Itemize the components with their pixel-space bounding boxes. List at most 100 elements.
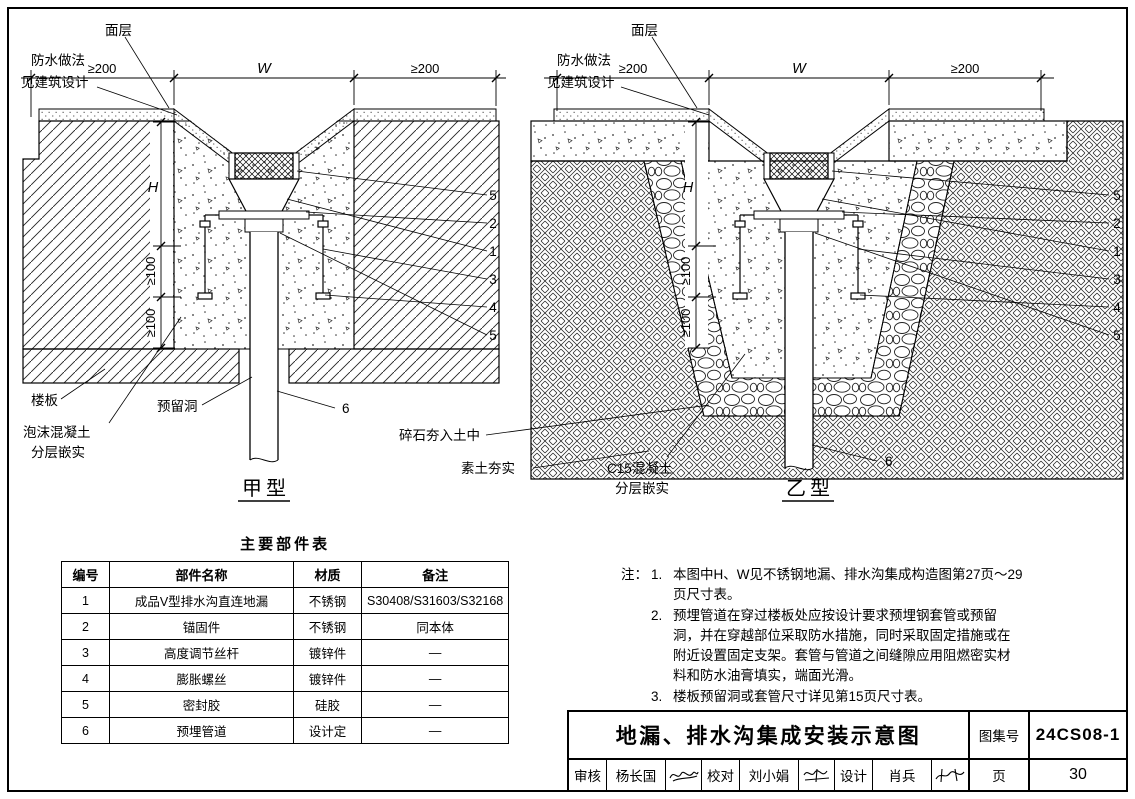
label-c15-concrete-2: 分层嵌实 xyxy=(615,481,669,496)
adjustment-rods xyxy=(197,214,331,300)
parts-table-title: 主要部件表 xyxy=(240,536,331,553)
anchor-plate xyxy=(753,210,845,220)
callout-b-3: 3 xyxy=(1113,272,1121,287)
label-surface-a: 面层 xyxy=(105,23,132,38)
installation-diagrams: 面层 防水做法 见建筑设计 ≥200 W ≥200 H ≥100 ≥100 5 … xyxy=(21,23,1124,502)
page-number: 30 xyxy=(1069,766,1087,783)
callout-b-5a: 5 xyxy=(1113,188,1121,203)
note-item: 3. 楼板预留洞或套管尺寸详见第15页尺寸表。 xyxy=(651,688,932,704)
checker-signature xyxy=(799,760,835,790)
drain-grate xyxy=(234,152,294,180)
type-a-side-dimension xyxy=(153,117,181,353)
parts-table-header-row: 编号 部件名称 材质 备注 xyxy=(61,561,510,588)
col-header-name: 部件名称 xyxy=(109,561,294,588)
col-header-material: 材质 xyxy=(293,561,362,588)
type-b-side-dimension xyxy=(688,117,716,353)
callout-b-1: 1 xyxy=(1113,244,1121,259)
embedded-pipe xyxy=(249,232,279,463)
sheet-title: 地漏、排水沟集成安装示意图 xyxy=(569,712,970,758)
label-foam-concrete-1: 泡沫混凝土 xyxy=(23,425,91,440)
type-b-title: 乙型 xyxy=(786,477,834,500)
surface-finish-layer xyxy=(38,108,175,122)
callout-a-5a: 5 xyxy=(489,188,497,203)
notes-prefix: 注： xyxy=(621,567,648,582)
page-label: 页 xyxy=(970,760,1030,790)
type-a-diagram: 面层 防水做法 见建筑设计 ≥200 W ≥200 H ≥100 ≥100 5 … xyxy=(21,23,506,502)
notes-section: 注： 1. 本图中H、W见不锈钢地漏、排水沟集成构造图第27页～29页尺寸表。 … xyxy=(621,565,1023,707)
dim-b-left: ≥200 xyxy=(619,61,648,76)
dim-b-100-2: ≥100 xyxy=(678,309,693,338)
type-a-leader-lines xyxy=(60,36,488,424)
drain-spigot xyxy=(244,218,284,233)
dim-b-h: H xyxy=(683,180,694,196)
drain-spigot xyxy=(779,218,819,233)
label-reserved-hole: 预留洞 xyxy=(157,399,198,414)
dim-a-h: H xyxy=(148,180,159,196)
callout-b-2: 2 xyxy=(1113,216,1121,231)
designer-name: 肖兵 xyxy=(873,760,932,790)
embedded-pipe xyxy=(784,232,814,471)
type-b-leader-lines xyxy=(485,36,1110,469)
reviewer-signature xyxy=(666,760,702,790)
dim-a-100-1: ≥100 xyxy=(143,257,158,286)
dim-a-right: ≥200 xyxy=(411,61,440,76)
label-waterproof-a-2: 见建筑设计 xyxy=(21,75,89,90)
type-a-title: 甲型 xyxy=(242,477,290,500)
atlas-number: 24CS08-1 xyxy=(1035,725,1121,744)
type-b-diagram: 面层 防水做法 见建筑设计 ≥200 W ≥200 H ≥100 ≥100 5 … xyxy=(399,23,1124,502)
label-waterproof-a-1: 防水做法 xyxy=(31,53,85,68)
type-a-structure xyxy=(22,107,500,384)
design-label: 设计 xyxy=(835,760,873,790)
callout-a-6: 6 xyxy=(342,401,350,416)
dim-b-right: ≥200 xyxy=(951,61,980,76)
callout-a-3: 3 xyxy=(489,272,497,287)
col-header-remark: 备注 xyxy=(360,561,510,588)
col-header-no: 编号 xyxy=(61,561,110,588)
signature-row: 审核 杨长国 校对 刘小娟 设计 肖兵 xyxy=(569,760,970,790)
label-foam-concrete-2: 分层嵌实 xyxy=(31,445,85,460)
atlas-number-label: 图集号 xyxy=(970,712,1030,758)
label-c15-concrete-1: C15混凝土 xyxy=(607,461,672,476)
type-b-top-dimension xyxy=(544,70,1054,111)
callout-a-2: 2 xyxy=(489,216,497,231)
label-surface-b: 面层 xyxy=(631,23,658,38)
drawing-sheet: 面层 防水做法 见建筑设计 ≥200 W ≥200 H ≥100 ≥100 5 … xyxy=(7,7,1128,792)
dim-a-left: ≥200 xyxy=(88,61,117,76)
label-waterproof-b-1: 防水做法 xyxy=(557,53,611,68)
note-item: 2. 预埋管道在穿过楼板处应按设计要求预埋钢套管或预留洞，并在穿越部位采取防水措… xyxy=(651,607,1011,684)
type-a-drain-assembly xyxy=(197,152,331,463)
callout-a-1: 1 xyxy=(489,244,497,259)
type-a-top-dimension xyxy=(21,70,506,117)
designer-signature xyxy=(932,760,968,790)
check-label: 校对 xyxy=(702,760,740,790)
callout-a-4: 4 xyxy=(489,300,497,315)
callout-b-5b: 5 xyxy=(1113,328,1121,343)
reviewer-name: 杨长国 xyxy=(607,760,666,790)
dim-a-w: W xyxy=(257,61,272,77)
callout-a-5b: 5 xyxy=(489,328,497,343)
type-b-drain-assembly xyxy=(685,122,866,471)
dim-b-w: W xyxy=(792,61,807,77)
label-crushed-stone: 碎石夯入土中 xyxy=(399,428,480,443)
label-plain-soil: 素土夯实 xyxy=(461,461,515,476)
adjustment-rods xyxy=(732,214,866,300)
notes-list: 1. 本图中H、W见不锈钢地漏、排水沟集成构造图第27页～29页尺寸表。 2. … xyxy=(651,565,1023,707)
surface-finish-layer xyxy=(553,108,710,122)
label-floor-slab: 楼板 xyxy=(31,393,58,408)
dim-b-100-1: ≥100 xyxy=(678,257,693,286)
note-item: 1. 本图中H、W见不锈钢地漏、排水沟集成构造图第27页～29页尺寸表。 xyxy=(651,567,1023,603)
dim-a-100-2: ≥100 xyxy=(143,309,158,338)
drain-grate xyxy=(769,152,829,180)
review-label: 审核 xyxy=(569,760,607,790)
title-block: 地漏、排水沟集成安装示意图 图集号 24CS08-1 审核 杨长国 校对 刘小娟… xyxy=(567,710,1126,790)
anchor-plate xyxy=(218,210,310,220)
callout-b-4: 4 xyxy=(1113,300,1121,315)
